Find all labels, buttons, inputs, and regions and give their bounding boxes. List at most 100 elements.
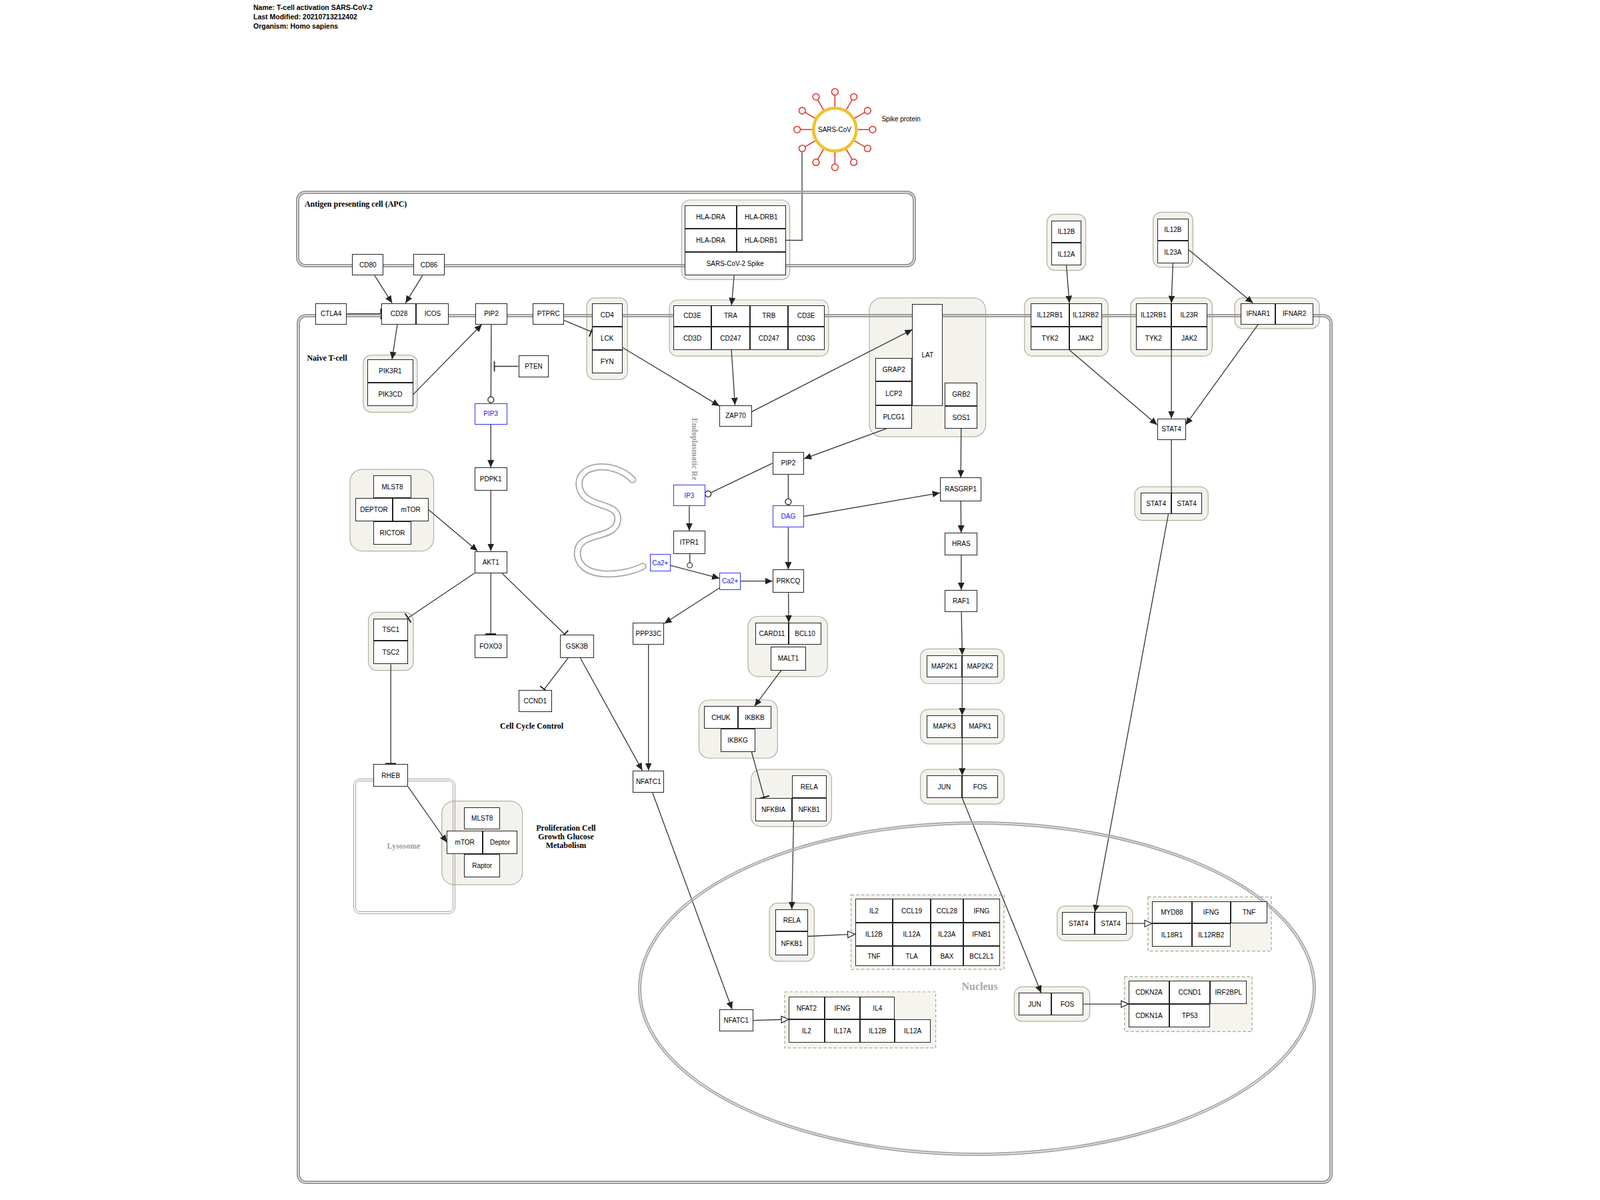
interaction-connector — [808, 934, 855, 936]
region-label: Naive T-cell — [306, 353, 347, 364]
interaction-connector — [408, 786, 447, 842]
node-label: TYK2 — [1041, 334, 1058, 342]
node-label: RASGRP1 — [944, 485, 977, 493]
interaction-connector — [962, 798, 1042, 993]
spike-line — [817, 149, 824, 160]
interaction-connector — [753, 1019, 790, 1021]
spike-tip — [794, 126, 801, 133]
spike-tip — [869, 126, 876, 133]
gene-product-box: PIK3R1 — [367, 359, 414, 383]
node-label: IL12B — [868, 1027, 886, 1035]
node-label: IL12A — [903, 930, 921, 938]
node-label: PTEN — [524, 362, 543, 370]
interaction-connector — [374, 275, 392, 303]
node-label: CCL19 — [901, 907, 922, 915]
node-label: IL12A — [904, 1027, 922, 1035]
spike-tip — [812, 159, 820, 166]
gene-product-box: TRB — [750, 305, 788, 327]
interaction-connector — [792, 821, 794, 910]
node-label: CCL28 — [936, 907, 958, 915]
node-label: MLST8 — [471, 814, 493, 822]
node-label: PIP2 — [484, 310, 499, 318]
node-label: JUN — [1028, 1000, 1041, 1008]
node-label: IL12A — [1057, 250, 1075, 258]
node-label: IL12RB2 — [1198, 931, 1224, 939]
gene-product-box: IL12B — [1051, 220, 1082, 244]
node-label: LAT — [922, 351, 934, 359]
gene-product-box: JAK2 — [1069, 326, 1102, 350]
node-label: CD4 — [600, 311, 614, 319]
gene-product-box: MYD88 — [1152, 901, 1192, 924]
node-label: SOS1 — [952, 414, 970, 422]
gene-product-box: TNF — [855, 946, 894, 967]
node-label: ITPR1 — [680, 538, 699, 546]
interaction-connector — [1188, 250, 1253, 304]
node-label: IL12RB2 — [1072, 311, 1099, 319]
spike-tip — [864, 145, 871, 152]
node-label: Raptor — [472, 862, 492, 870]
node-label: TRB — [762, 312, 776, 320]
metabolite-box: IP3 — [673, 484, 705, 506]
node-label: RELA — [783, 916, 801, 924]
node-label: Ca2+ — [722, 577, 738, 585]
gene-product-box: IL12RB2 — [1192, 923, 1231, 947]
spike-line — [804, 112, 816, 118]
organelle-label: Endoplasmatic Re — [690, 417, 700, 480]
gene-product-box: CCND1 — [518, 690, 553, 713]
gene-product-box: IL23R — [1171, 303, 1208, 327]
spike-line — [834, 94, 836, 107]
node-label: TSC1 — [382, 626, 400, 634]
node-label: FOXO3 — [479, 642, 502, 650]
interaction-connector — [390, 664, 392, 764]
gene-product-box: TP53 — [1169, 1004, 1210, 1028]
gene-product-box: MAP2K1 — [926, 655, 963, 678]
annotation-text: Proliferation Cell Growth Glucose Metabo… — [526, 824, 606, 851]
node-label: TYK2 — [1145, 334, 1162, 342]
node-label: CD3E — [797, 312, 816, 320]
interaction-connector — [804, 428, 887, 459]
node-label: IL2 — [869, 907, 879, 915]
complex-group — [748, 616, 828, 676]
gene-product-box: RELA — [792, 775, 827, 798]
node-label: TP53 — [1182, 1012, 1198, 1020]
interaction-connector — [502, 573, 565, 635]
gene-product-box: IL12B — [860, 1019, 895, 1043]
gene-product-box: IL12A — [1051, 242, 1082, 266]
gene-product-box: IL12RB2 — [1069, 303, 1102, 327]
node-label: PIP2 — [781, 459, 796, 467]
gene-product-box: IFNG — [963, 898, 1000, 922]
node-label: CDKN1A — [1135, 1012, 1163, 1020]
node-label: IL23R — [1180, 311, 1199, 319]
gene-product-box: NFAT2 — [788, 996, 825, 1020]
node-label: IL12RB1 — [1037, 311, 1064, 319]
interaction-connector — [960, 501, 962, 534]
interaction-connector — [1171, 263, 1173, 304]
gene-product-box: MLST8 — [373, 475, 412, 498]
gene-product-box: IL2 — [855, 898, 894, 922]
header-text: Name: T-cell activation SARS-CoV-2 — [253, 3, 373, 12]
node-label: CD247 — [720, 334, 741, 342]
gene-product-box: IL12B — [1157, 218, 1189, 242]
gene-group — [851, 894, 1005, 970]
gene-product-box: CD28 — [381, 303, 416, 325]
node-label: STAT4 — [1146, 500, 1166, 508]
interaction-connector — [622, 347, 720, 406]
gene-product-box: STAT4 — [1171, 492, 1202, 514]
node-label: HRAS — [952, 540, 971, 548]
gene-product-box: CDKN1A — [1128, 1004, 1170, 1028]
node-label: CD3D — [683, 334, 702, 342]
node-label: MAPK3 — [933, 722, 956, 730]
node-label: JAK2 — [1078, 334, 1094, 342]
gene-product-box: RAF1 — [944, 590, 978, 613]
node-label: PIP3 — [483, 410, 498, 418]
gene-product-box: CD247 — [750, 326, 788, 350]
gene-product-box: IL18R1 — [1152, 923, 1192, 947]
node-label: IL4 — [872, 1004, 882, 1012]
gene-product-box: PTPRC — [532, 303, 564, 325]
node-label: CARD11 — [759, 630, 786, 638]
gene-product-box: FYN — [592, 350, 623, 374]
node-label: NFATC1 — [724, 1016, 750, 1024]
gene-product-box: NFKB1 — [792, 798, 827, 822]
node-label: MAPK1 — [968, 722, 992, 730]
